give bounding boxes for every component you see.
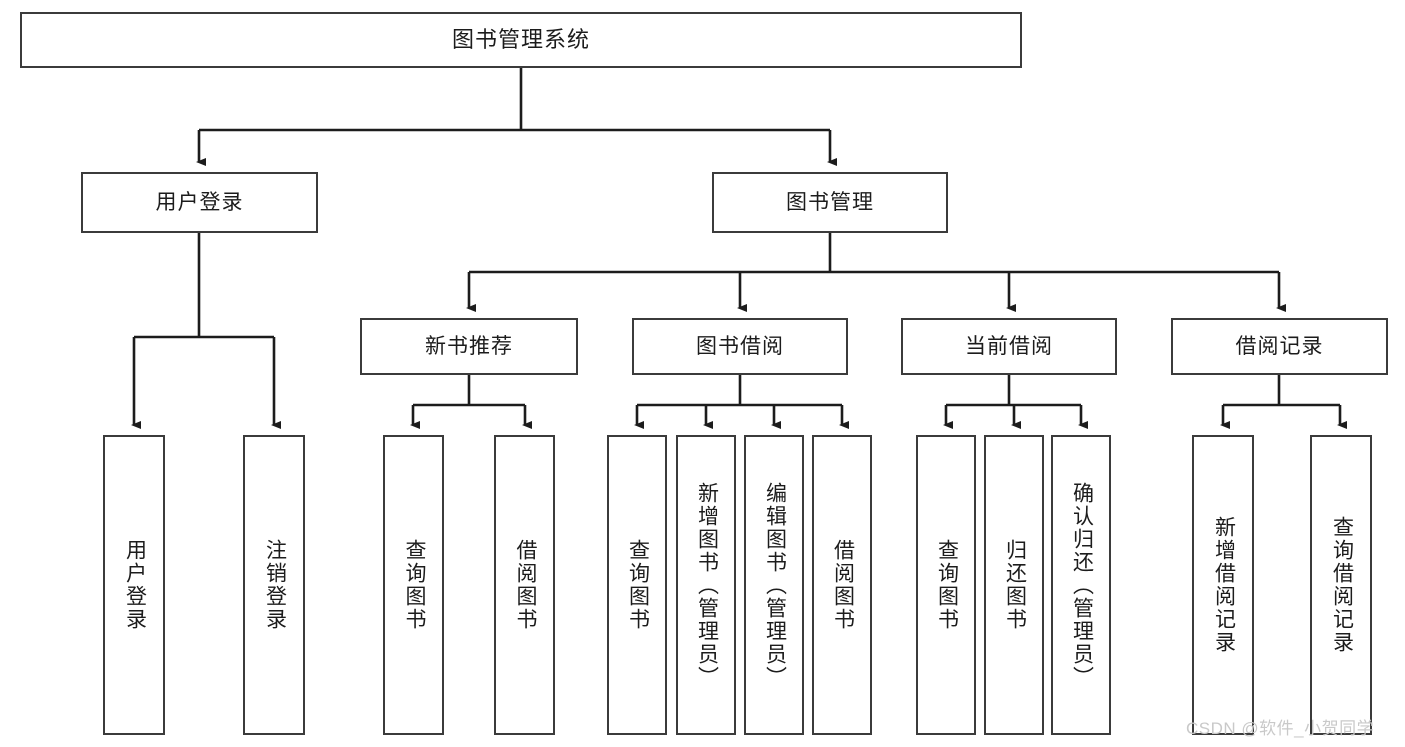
node-leaf-add-record[interactable]: 新增借阅记录 <box>1192 435 1254 735</box>
node-label: 归还图书 <box>1003 539 1027 631</box>
node-current-borrow[interactable]: 当前借阅 <box>901 318 1117 375</box>
node-leaf-borrow-book-1[interactable]: 借阅图书 <box>494 435 555 735</box>
node-leaf-add-book[interactable]: 新增图书（管理员） <box>676 435 736 735</box>
node-root-system[interactable]: 图书管理系统 <box>20 12 1022 68</box>
node-label: 查询图书 <box>935 539 959 631</box>
node-label: 图书借阅 <box>696 334 784 358</box>
node-label: 查询图书 <box>402 539 426 631</box>
node-label: 用户登录 <box>123 539 147 631</box>
node-leaf-user-logout[interactable]: 注销登录 <box>243 435 305 735</box>
node-book-manage[interactable]: 图书管理 <box>712 172 948 233</box>
node-leaf-query-book-2[interactable]: 查询图书 <box>607 435 667 735</box>
node-leaf-query-book-1[interactable]: 查询图书 <box>383 435 444 735</box>
node-label: 新增借阅记录 <box>1212 516 1236 654</box>
node-label: 图书管理系统 <box>451 26 590 52</box>
node-leaf-user-login[interactable]: 用户登录 <box>103 435 165 735</box>
node-leaf-return-book[interactable]: 归还图书 <box>984 435 1044 735</box>
node-label: 借阅图书 <box>513 539 537 631</box>
node-borrow-record[interactable]: 借阅记录 <box>1171 318 1388 375</box>
node-label: 注销登录 <box>263 539 287 631</box>
node-leaf-query-record[interactable]: 查询借阅记录 <box>1310 435 1372 735</box>
node-user-login[interactable]: 用户登录 <box>81 172 318 233</box>
node-book-borrow[interactable]: 图书借阅 <box>632 318 848 375</box>
node-label: 新增图书（管理员） <box>695 481 719 689</box>
node-leaf-borrow-book-2[interactable]: 借阅图书 <box>812 435 872 735</box>
node-label: 确认归还（管理员） <box>1070 481 1094 689</box>
node-new-book-recommend[interactable]: 新书推荐 <box>360 318 578 375</box>
node-label: 查询借阅记录 <box>1330 516 1354 654</box>
node-label: 图书管理 <box>786 190 874 214</box>
csdn-watermark: CSDN @软件_小贺同学 <box>1186 719 1375 738</box>
node-label: 用户登录 <box>155 190 244 214</box>
node-label: 借阅图书 <box>831 539 855 631</box>
node-label: 当前借阅 <box>965 334 1053 358</box>
node-leaf-confirm-return[interactable]: 确认归还（管理员） <box>1051 435 1111 735</box>
node-label: 借阅记录 <box>1235 334 1324 358</box>
node-label: 新书推荐 <box>425 334 513 358</box>
node-leaf-edit-book[interactable]: 编辑图书（管理员） <box>744 435 804 735</box>
node-label: 查询图书 <box>626 539 650 631</box>
node-leaf-query-book-3[interactable]: 查询图书 <box>916 435 976 735</box>
node-label: 编辑图书（管理员） <box>763 481 787 689</box>
